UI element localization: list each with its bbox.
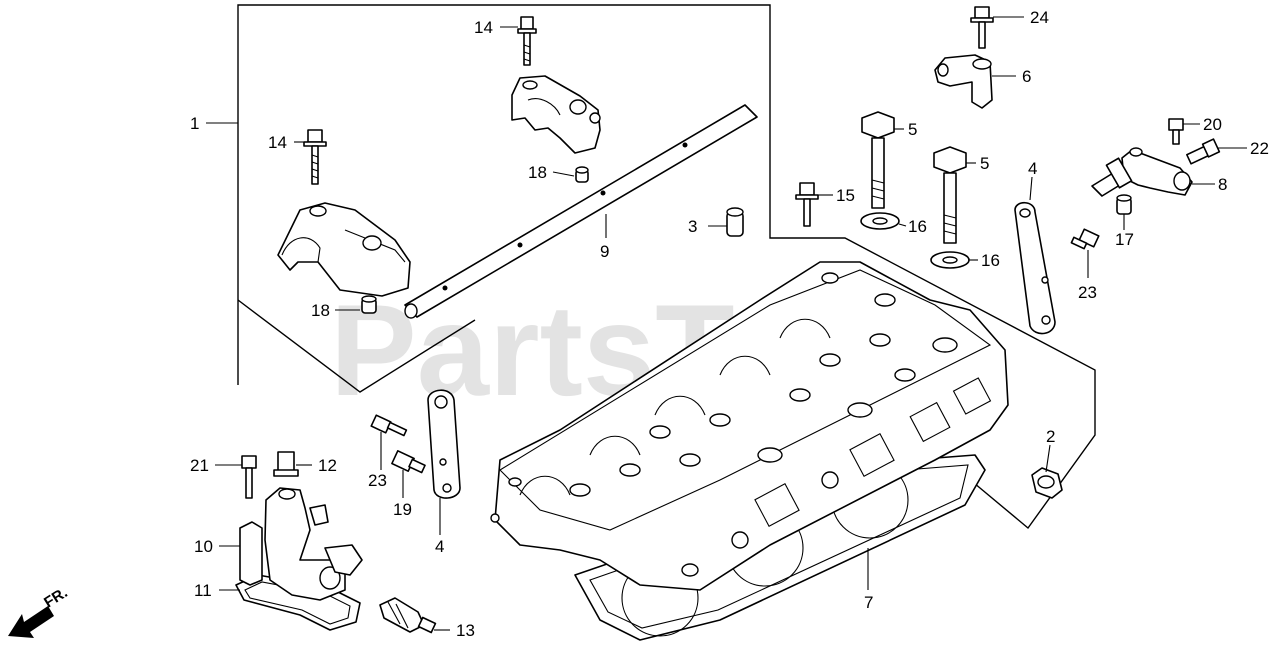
callout-10: 10 <box>194 537 213 556</box>
leader-lines <box>206 16 1247 631</box>
rocker-holder-upper <box>511 75 601 154</box>
bolt-21 <box>241 455 257 499</box>
dowel-18-upper <box>575 166 589 183</box>
callout-labels: 1 14 14 18 18 9 3 24 6 5 5 15 16 16 4 20… <box>190 8 1269 640</box>
plate-4-right <box>1014 201 1056 335</box>
callout-1: 1 <box>190 114 199 133</box>
callout-18-upper: 18 <box>528 163 547 182</box>
bolt-23-left <box>370 414 408 437</box>
washer-16-a <box>860 212 900 230</box>
bolt-24 <box>970 6 994 49</box>
callout-11: 11 <box>194 581 212 600</box>
callout-19: 19 <box>393 500 412 519</box>
washer-16-b <box>930 251 970 269</box>
callout-20: 20 <box>1203 115 1222 134</box>
callout-23-right: 23 <box>1078 283 1097 302</box>
sleeve-17 <box>1116 194 1132 215</box>
bolt-14-lower <box>303 129 327 185</box>
callout-21: 21 <box>190 456 209 475</box>
direction-label: FR. <box>41 584 71 611</box>
callout-16-a: 16 <box>908 217 927 236</box>
callout-14-lower: 14 <box>268 133 287 152</box>
callout-8: 8 <box>1218 175 1227 194</box>
bracket-6 <box>934 54 993 109</box>
rocker-shaft <box>404 104 758 319</box>
callout-24: 24 <box>1030 8 1049 27</box>
plug-2 <box>1031 467 1063 499</box>
callout-4-right: 4 <box>1028 159 1037 178</box>
dowel-18-lower <box>361 295 377 314</box>
bolt-5-a <box>861 111 895 209</box>
callout-17: 17 <box>1115 230 1134 249</box>
dowel-3 <box>726 207 744 237</box>
bolt-20 <box>1168 118 1184 145</box>
bolt-14-upper <box>517 16 537 66</box>
bolt-22 <box>1186 138 1221 165</box>
callout-2: 2 <box>1046 427 1055 446</box>
callout-4-left: 4 <box>435 537 444 556</box>
sensor-13 <box>379 597 437 634</box>
callout-5-b: 5 <box>980 154 989 173</box>
callout-22: 22 <box>1250 139 1269 158</box>
callout-7: 7 <box>864 593 873 612</box>
bolt-23-right <box>1070 228 1100 250</box>
front-direction-arrow: FR. <box>8 584 71 638</box>
bolt-5-b <box>933 146 967 244</box>
callout-23-left: 23 <box>368 471 387 490</box>
callout-9: 9 <box>600 242 609 261</box>
fitting-12 <box>273 451 299 477</box>
callout-16-b: 16 <box>981 251 1000 270</box>
callout-15: 15 <box>836 186 855 205</box>
thermostat-housing-10 <box>235 487 363 631</box>
callout-5-a: 5 <box>908 120 917 139</box>
callout-12: 12 <box>318 456 337 475</box>
callout-18-lower: 18 <box>311 301 330 320</box>
callout-3: 3 <box>688 217 697 236</box>
rocker-holder-lower <box>277 202 411 297</box>
fitting-8 <box>1091 147 1193 197</box>
assembly-bracket-lower <box>237 299 476 393</box>
callout-6: 6 <box>1022 67 1031 86</box>
bolt-19 <box>391 450 426 474</box>
callout-13: 13 <box>456 621 475 640</box>
cylinder-head <box>490 261 1009 641</box>
plate-4-left <box>427 389 461 499</box>
bolt-15 <box>795 182 819 227</box>
callout-14-upper: 14 <box>474 18 493 37</box>
